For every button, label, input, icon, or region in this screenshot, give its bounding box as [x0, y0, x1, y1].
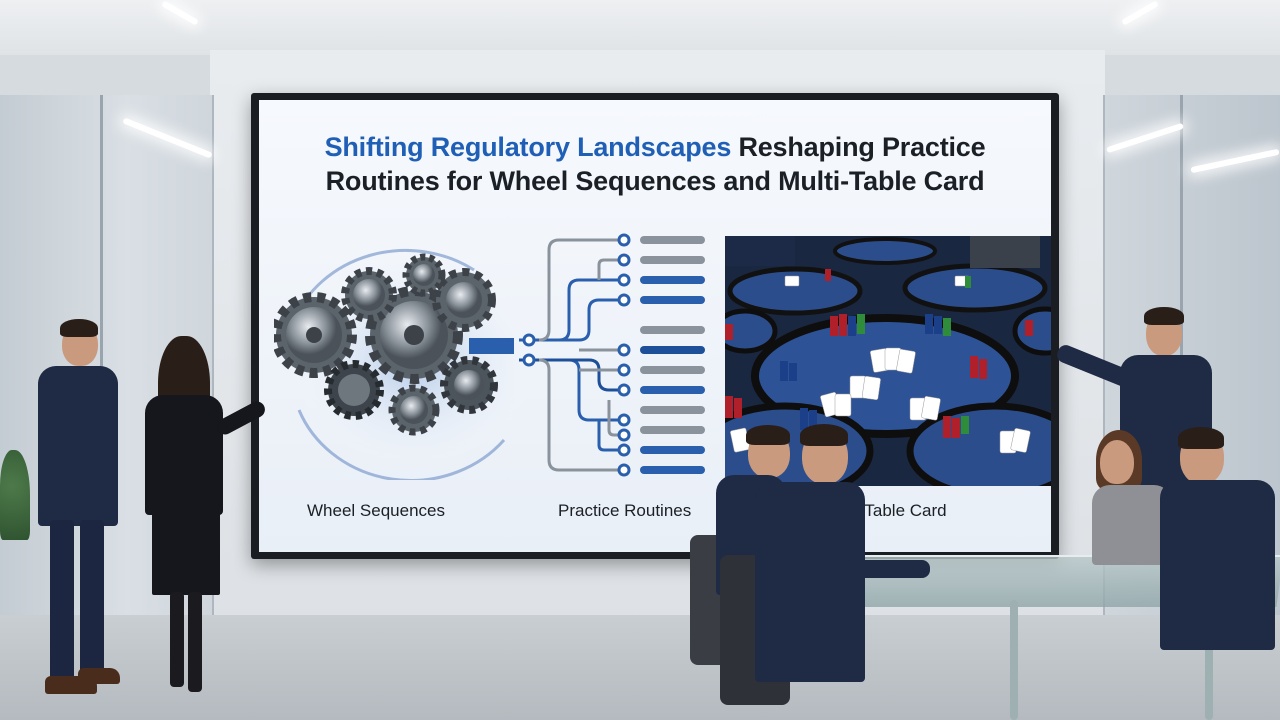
gear-icon — [365, 286, 463, 384]
hair — [800, 424, 848, 446]
gear-icon — [388, 384, 440, 436]
potted-plant — [0, 450, 30, 540]
suit-jacket — [1160, 480, 1275, 650]
floor — [0, 615, 1280, 720]
leg — [170, 592, 184, 687]
leg — [80, 520, 104, 675]
head — [1100, 440, 1134, 484]
gear-icon — [341, 267, 397, 323]
window-mullion — [100, 95, 103, 615]
table-leg — [1010, 600, 1018, 720]
skirt — [152, 505, 220, 595]
hair — [1178, 427, 1224, 449]
suit-jacket — [38, 366, 118, 526]
display-screen: Shifting Regulatory Landscapes Reshaping… — [259, 100, 1051, 552]
arm — [845, 560, 930, 578]
blazer — [1092, 485, 1172, 565]
gear-icon — [440, 356, 498, 414]
ceiling — [0, 0, 1280, 55]
hair — [1144, 307, 1184, 325]
slide-title-rest: Reshaping Practice — [731, 132, 986, 162]
slide-title: Shifting Regulatory Landscapes Reshaping… — [259, 130, 1051, 198]
blazer — [145, 395, 223, 515]
branching-routes-diagram — [519, 233, 705, 477]
shoe — [78, 668, 120, 684]
hair — [60, 319, 98, 337]
slide-title-highlight: Shifting Regulatory Landscapes — [324, 132, 732, 162]
table-leg — [1205, 600, 1213, 720]
gear-icon — [402, 253, 446, 297]
gear-icon — [274, 292, 357, 378]
caption-wheel-sequences: Wheel Sequences — [307, 501, 445, 520]
gear-icon — [432, 268, 496, 332]
gear-icon — [324, 360, 384, 420]
slide-title-line2: Routines for Wheel Sequences and Multi-T… — [325, 166, 985, 196]
suit-jacket — [755, 482, 865, 682]
leg — [50, 520, 74, 680]
caption-practice-routines: Practice Routines — [558, 501, 692, 520]
leg — [188, 592, 202, 692]
gears-illustration — [274, 248, 534, 480]
hair — [746, 425, 790, 445]
